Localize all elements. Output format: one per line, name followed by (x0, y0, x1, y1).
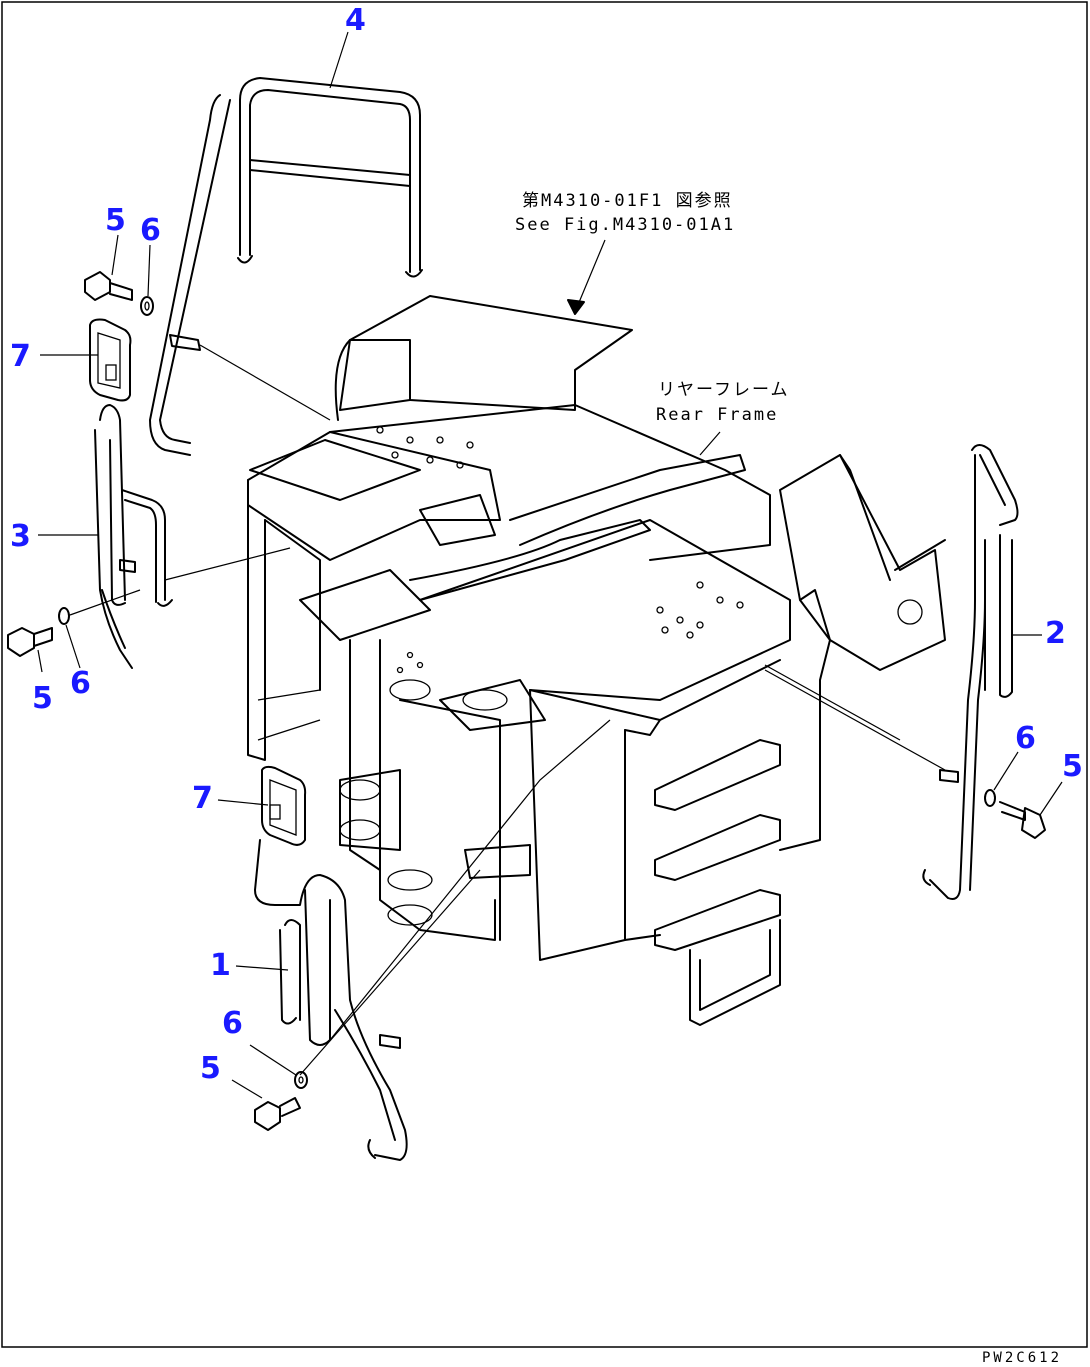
handrail-4 (149, 77, 423, 456)
callout-5: 5 (32, 681, 53, 716)
callout-6: 6 (222, 1006, 243, 1041)
callout-3: 3 (10, 519, 31, 554)
mirror-7-upper (89, 318, 132, 402)
rear-frame-label-jp: リヤーフレーム (658, 380, 789, 400)
handrail-1 (254, 839, 408, 1161)
handrail-2 (922, 444, 1019, 900)
leader-lines (37, 31, 1063, 1099)
bolt-5-lower-left (254, 1097, 301, 1131)
mirror-7-lower (261, 765, 307, 846)
washer-6-lower-left (294, 1071, 308, 1089)
washer-6-mid-left (58, 607, 70, 625)
callout-1: 1 (210, 948, 231, 983)
bolt-5-mid-left (7, 627, 53, 657)
callout-6: 6 (70, 666, 91, 701)
callout-7: 7 (192, 781, 213, 816)
callout-6: 6 (1015, 721, 1036, 756)
callout-5: 5 (200, 1051, 221, 1086)
drawing-number: PW2C612 (982, 1350, 1062, 1366)
callout-6: 6 (140, 213, 161, 248)
bolt-5-right (999, 801, 1046, 839)
rear-frame-label-en: Rear Frame (656, 405, 778, 425)
callout-5: 5 (105, 203, 126, 238)
washer-6-right (984, 789, 996, 807)
handrail-3 (94, 404, 173, 669)
rear-frame (247, 295, 946, 1026)
callout-2: 2 (1045, 616, 1066, 651)
reference-note-jp: 第M4310-01F1 図参照 (522, 191, 733, 211)
callout-5: 5 (1062, 749, 1083, 784)
reference-note-en: See Fig.M4310-01A1 (515, 215, 735, 235)
callout-7: 7 (10, 339, 31, 374)
callout-4: 4 (345, 3, 366, 38)
bolt-5-upper-left (84, 271, 133, 301)
washer-6-upper-left (140, 296, 154, 316)
